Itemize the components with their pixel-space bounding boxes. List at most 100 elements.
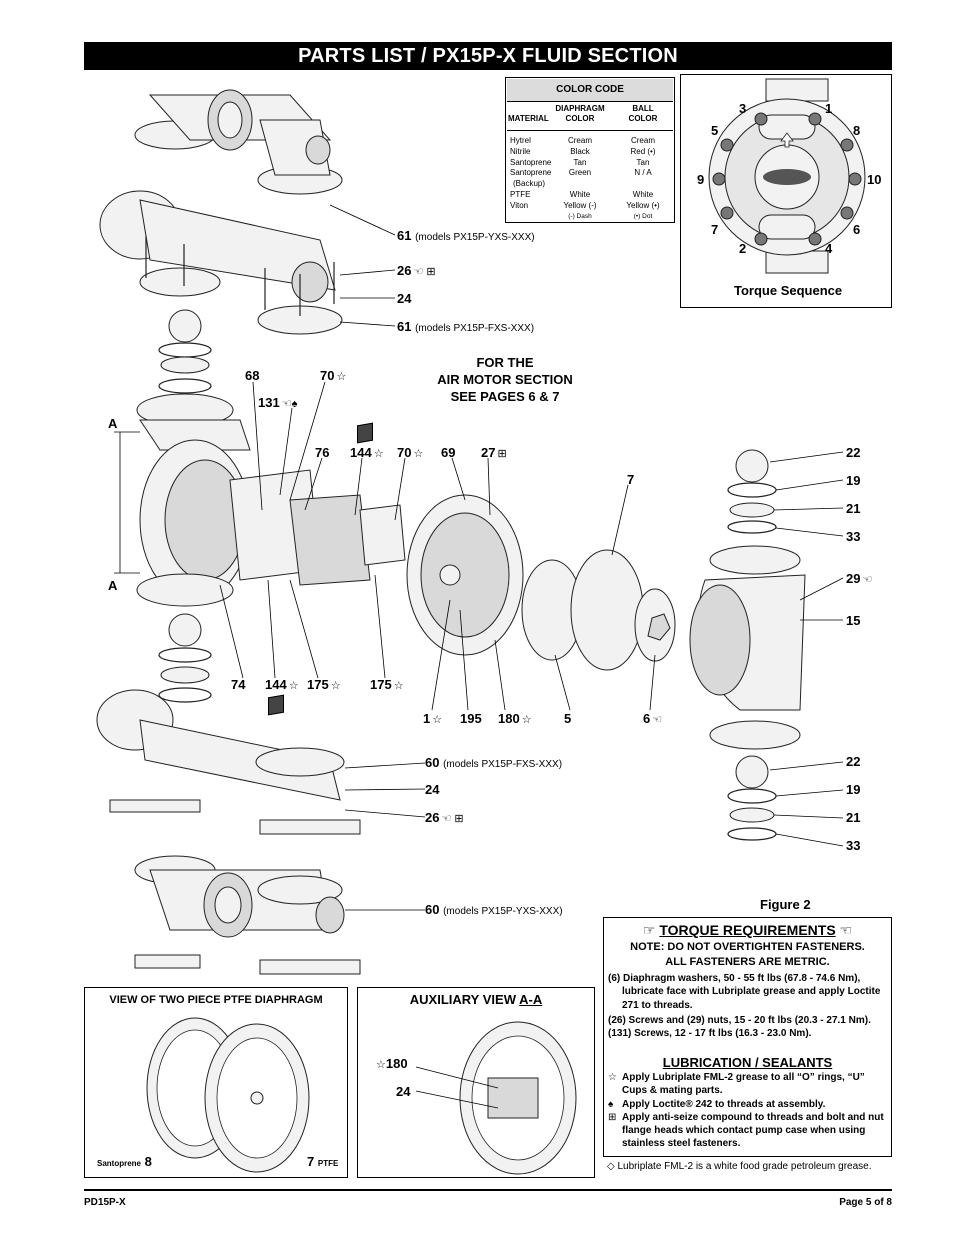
material-cell: Santoprene <box>510 168 552 178</box>
auxiliary-view-box: AUXILIARY VIEW A-A ☆180 24 <box>357 987 595 1178</box>
torque-items: (6) Diaphragm washers, 50 - 55 ft lbs (6… <box>608 972 888 1040</box>
star-icon: ☆ <box>393 680 404 692</box>
figure-label: Figure 2 <box>760 897 811 912</box>
torque-sequence-drawing <box>708 78 866 274</box>
col-diaphragm-header-line: DIAPHRAGM <box>555 104 605 113</box>
footer-left: PD15P-X <box>84 1197 126 1208</box>
callout-note: (models PX15P-FXS-XXX) <box>443 759 563 770</box>
air-motor-note-line: AIR MOTOR SECTION <box>437 372 573 387</box>
material-cell: Santoprene <box>510 157 552 167</box>
hand-icon: ☜ <box>652 714 663 726</box>
star-icon: ☆ <box>521 714 532 726</box>
callout-1: 1☆ <box>423 711 442 726</box>
callout-19a: 19 <box>846 473 861 488</box>
callout-number: 29 <box>846 571 861 586</box>
torque-seq-num: 8 <box>853 123 861 138</box>
callout-76: 76 <box>315 445 330 460</box>
color-code-table: COLOR CODE MATERIAL DIAPHRAGM COLOR BALL… <box>505 77 675 223</box>
spade-icon: ♠ <box>608 1098 614 1110</box>
callout-70b: 70☆ <box>397 445 423 460</box>
lubrication-heading: LUBRICATION / SEALANTS <box>662 1055 833 1070</box>
footer-rule <box>84 1189 892 1191</box>
torque-heading-text: TORQUE REQUIREMENTS <box>659 922 836 938</box>
lubriplate-note: ◇ Lubriplate FML-2 is a white food grade… <box>607 1161 872 1172</box>
lub-item: ☆ Apply Lubriplate FML-2 grease to all “… <box>608 1071 888 1098</box>
ball-color-column: Cream Red (•) Tan N / A White Yellow (•)… <box>614 136 672 222</box>
callout-note: (models PX15P-YXS-XXX) <box>443 906 563 917</box>
callout-33b: 33 <box>846 838 861 853</box>
aux-callout-180: ☆180 <box>376 1056 408 1071</box>
callout-131: 131☜♠ <box>258 395 297 410</box>
callout-144b: 144☆ <box>265 677 299 692</box>
callout-21b: 21 <box>846 810 861 825</box>
label-7: 7 PTFE <box>307 1154 338 1169</box>
callout-number: 144 <box>350 445 372 460</box>
callout-number: 1 <box>423 711 431 726</box>
lub-item: ⊞ Apply anti-seize compound to threads a… <box>608 1111 888 1151</box>
torque-note: NOTE: DO NOT OVERTIGHTEN FASTENERS. ALL … <box>604 940 891 970</box>
torque-note-line: NOTE: DO NOT OVERTIGHTEN FASTENERS. <box>630 941 865 953</box>
torque-seq-num: 1 <box>825 101 833 116</box>
star-icon: ☆ <box>413 448 424 460</box>
two-piece-diaphragm-drawing <box>146 1017 310 1173</box>
page-title: PARTS LIST / PX15P-X FLUID SECTION <box>84 42 892 70</box>
callout-6: 6☜ <box>643 711 662 726</box>
star-icon: ☆ <box>373 448 384 460</box>
callout-68: 68 <box>245 368 260 383</box>
callout-24-mid: 24 <box>425 782 440 797</box>
lub-item: ♠ Apply Loctite® 242 to threads at assem… <box>608 1098 888 1111</box>
lubrication-items: ☆ Apply Lubriplate FML-2 grease to all “… <box>608 1071 888 1151</box>
torque-seq-num: 2 <box>739 241 747 256</box>
callout-21a: 21 <box>846 501 861 516</box>
callout-number: 175 <box>307 677 329 692</box>
diaphragm-color-legend: (-) Dash <box>568 212 592 220</box>
callout-195: 195 <box>460 711 482 726</box>
ball-color-cell: Red (•) <box>630 146 656 156</box>
callout-22a: 22 <box>846 445 861 460</box>
star-icon: ☆ <box>432 714 443 726</box>
diaphragm-color-cell <box>550 179 610 190</box>
torque-seq-num: 10 <box>867 172 882 187</box>
ptfe-diaphragm-box: VIEW OF TWO PIECE PTFE DIAPHRAGM Santopr… <box>84 987 348 1178</box>
callout-26-mid: 26☜ ⊞ <box>425 810 464 825</box>
callout-number: 26 <box>425 810 440 825</box>
star-icon: ☆ <box>288 680 299 692</box>
callout-175a: 175☆ <box>307 677 341 692</box>
callout-22b: 22 <box>846 754 861 769</box>
section-marker-a-top: A <box>108 416 118 431</box>
col-ball-header-line: COLOR <box>628 114 658 123</box>
hand-and-grid-icon: ☜ ⊞ <box>413 266 436 278</box>
pointing-hand-icon: ☜ <box>835 922 853 938</box>
diaphragm-color-cell: Black <box>570 146 590 156</box>
callout-74: 74 <box>231 677 246 692</box>
pointing-hand-icon: ☞ <box>642 922 660 938</box>
lubriplate-note-text: Lubriplate FML-2 is a white food grade p… <box>617 1161 872 1172</box>
callout-27: 27⊞ <box>481 445 507 460</box>
aux-title-text: AUXILIARY VIEW <box>409 992 516 1007</box>
label-7-number: 7 <box>307 1154 315 1169</box>
star-icon: ☆ <box>376 1059 386 1071</box>
aux-callout-24: 24 <box>396 1084 411 1099</box>
col-diaphragm-header: DIAPHRAGM COLOR <box>550 104 610 124</box>
ball-color-cell <box>614 179 672 190</box>
torque-seq-num: 7 <box>711 222 719 237</box>
torque-item-26: (26) Screws and (29) nuts, 15 - 20 ft lb… <box>608 1014 871 1026</box>
torque-sequence-box: 3 1 5 8 9 10 7 6 2 4 Torque Sequence <box>680 74 892 308</box>
callout-number: 180 <box>498 711 520 726</box>
callout-29: 29☜ <box>846 571 872 586</box>
star-icon: ☆ <box>330 680 341 692</box>
ball-color-cell: Yellow (•) <box>626 200 660 210</box>
torque-note-line: ALL FASTENERS ARE METRIC. <box>665 956 830 968</box>
torque-seq-num: 6 <box>853 222 861 237</box>
callout-175b: 175☆ <box>370 677 404 692</box>
diaphragm-color-cell: Cream <box>567 136 592 145</box>
ball-color-cell: Tan <box>636 157 650 167</box>
callout-number: 6 <box>643 711 651 726</box>
callout-69: 69 <box>441 445 456 460</box>
callout-number: 70 <box>320 368 335 383</box>
lub-item-text: Apply Lubriplate FML-2 grease to all “O”… <box>622 1072 865 1097</box>
label-8-number: 8 <box>144 1154 152 1169</box>
callout-number: 61 <box>397 228 412 243</box>
callout-61-top: 61 (models PX15P-YXS-XXX) <box>397 228 535 243</box>
callout-number: 175 <box>370 677 392 692</box>
